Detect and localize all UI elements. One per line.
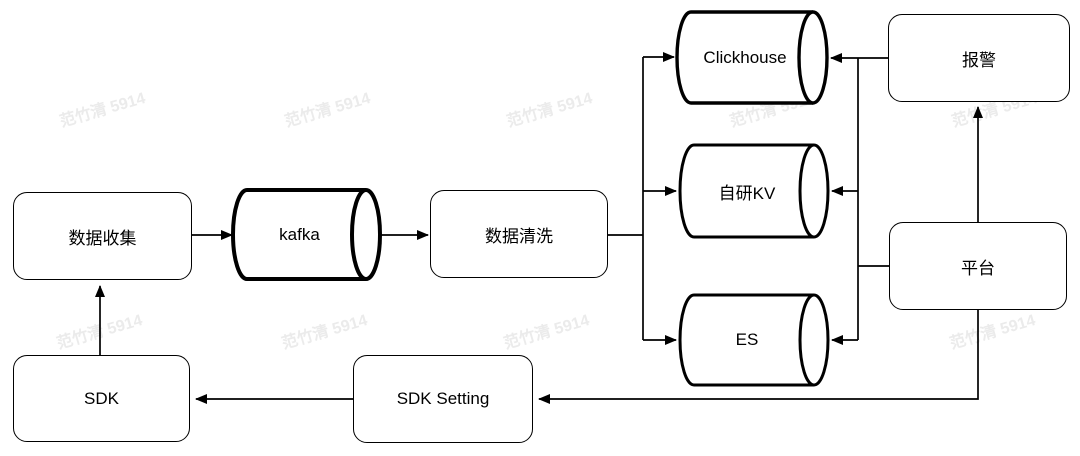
self-kv-cylinder-shape: [678, 143, 830, 239]
node-platform-label: 平台: [961, 258, 995, 278]
node-sdk-label: SDK: [84, 388, 119, 408]
node-data-collection-label: 数据收集: [68, 228, 137, 248]
node-sdk: SDK: [13, 355, 190, 442]
node-data-cleaning: 数据清洗: [430, 190, 608, 278]
node-data-collection: 数据收集: [13, 192, 192, 280]
kafka-cylinder-shape: [231, 188, 382, 281]
es-cylinder-shape: [678, 293, 830, 387]
node-sdk-setting: SDK Setting: [353, 355, 533, 443]
node-alert-label: 报警: [962, 50, 996, 70]
node-sdk-setting-label: SDK Setting: [396, 389, 490, 408]
clickhouse-cylinder-shape: [675, 10, 829, 105]
node-alert: 报警: [888, 14, 1070, 102]
edge-platform-to-sdk-setting: [538, 310, 979, 404]
node-data-cleaning-label: 数据清洗: [485, 226, 553, 246]
node-platform: 平台: [889, 222, 1067, 310]
